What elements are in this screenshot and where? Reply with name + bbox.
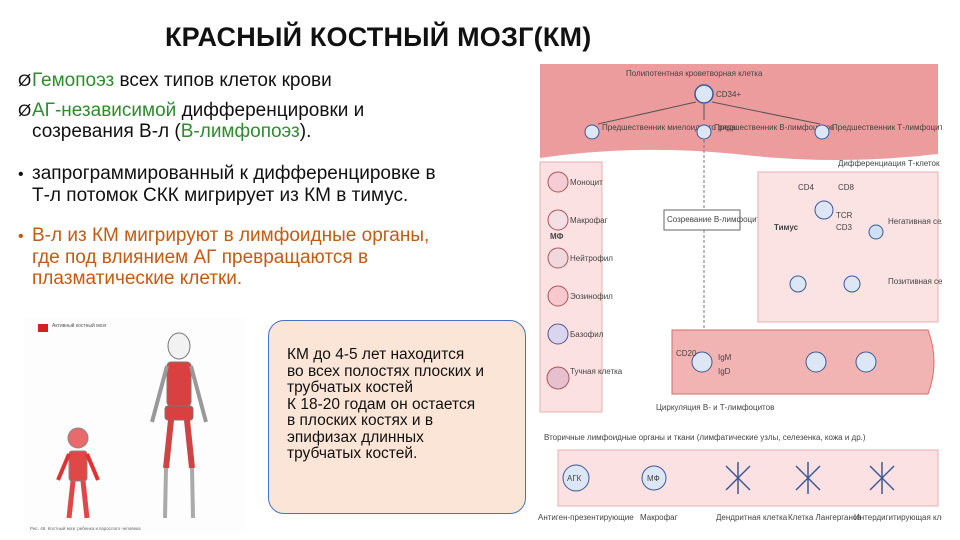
info-line: трубчатых костей. [287,445,418,462]
dot-bullet-icon: • [18,228,24,245]
cd4-t-cell-icon [789,275,807,293]
t-precursor-label: Предшественник Т-лимфоцитов [832,123,942,132]
langerhans-label: Клетка Лангерганса [788,513,862,522]
figure-caption: Рис. 46. Костный мозг ребенка и взрослог… [30,525,141,531]
bullet-text: ). [299,121,312,142]
child-skeleton-icon [56,427,100,519]
bullet-text: всех типов клеток крови [119,70,332,91]
cd20-label: CD20 [676,349,697,358]
bullet-text: Т-л потомок СКК мигрирует из КМ в тимус. [32,185,409,206]
neutrophil-label: Нейтрофил [570,254,613,263]
slide-title: КРАСНЫЙ КОСТНЫЙ МОЗГ(КМ) [165,22,592,52]
bone-marrow-band [540,64,938,160]
bullet-text: где под влиянием АГ превращаются в [32,247,369,268]
igm-label: IgM [718,353,732,362]
bullet-t-migration: • запрограммированный к дифференцировке в… [18,163,436,206]
info-line: трубчатых костей [287,379,414,396]
info-line: в плоских костях и в [287,412,434,429]
t-cell-icon [814,200,834,220]
eosinophil-label: Эозинофил [570,292,613,301]
langerhans-cell-icon [795,462,821,494]
dot-bullet-icon: • [18,166,24,183]
dendritic-label: Дендритная клетка [716,513,788,522]
bullet-term: Гемопоэз [32,70,115,91]
myeloid-precursor-label: Предшественник миелоидного ряда [602,123,736,132]
mf-label: МФ [647,474,660,483]
apc-label: Антиген-презентирующие [538,513,634,522]
skeleton-figure: Активный костный мозг Рис. 46. Костный м… [24,318,246,534]
circulating-t-cell-icon [855,351,877,373]
info-line: КМ до 4-5 лет находится [287,346,465,363]
cd4-label: CD4 [798,183,815,192]
legend-label: Активный костный мозг [52,322,107,329]
t-diff-label: Дифференциация Т-клеток [838,159,940,168]
myeloid-cells: Моноцит Макрофаг Нейтрофил Эозинофил Баз… [546,171,623,390]
bullet-line2: созревания В-л (В-лимфопоэз). [18,121,364,142]
thymus-label: Тимус [774,223,799,232]
myeloid-precursor-icon [584,124,600,140]
hematopoiesis-diagram: Полипотентная кроветворная клетка CD34+ … [538,64,942,522]
blood-vessel [671,329,935,395]
bullet-text: созревания В-л ( [32,121,181,142]
agk-label: АГК [567,474,582,483]
cd8-label: CD8 [838,183,855,192]
apoptotic-cell-icon [868,224,884,240]
basophil-label: Базофил [570,330,604,339]
tcr-label: TCR [836,211,853,220]
interdig-label: Интердигитирующая клетка [854,513,942,522]
bullet-ag-independent: ØАГ-независимой дифференцировки и созрев… [18,100,364,142]
bullet-text: дифференцировки и [181,100,365,121]
bullet-hematopoiesis: ØГемопоэз всех типов клеток крови [18,70,332,91]
neg-selection-label: Негативная селекция (апоптоз) [888,217,942,226]
cd8-t-cell-icon [843,275,861,293]
pos-selection-label: Позитивная селекция [888,277,942,286]
dendritic-cell-icon [725,462,751,494]
bullet-text: В-л из КМ мигрируют в лимфоидные органы, [32,225,430,246]
macrophage-label: Макрофаг [570,216,608,225]
adult-skeleton-icon [150,332,208,519]
b-precursor-label: Предшественник В-лимфоцитов [714,123,834,132]
t-precursor-icon [814,124,830,140]
monocyte-label: Моноцит [570,178,603,187]
cd34-label: CD34+ [716,90,741,99]
arrow-icon [711,101,821,125]
thymus-region [757,171,939,323]
bullet-text: плазматические клетки. [32,268,243,289]
cd3-label: CD3 [836,223,853,232]
stem-cell-icon [694,84,714,104]
b-maturation-label: Созревание В-лимфоцитов [667,215,769,224]
igd-label: IgD [718,367,731,376]
b-precursor-icon [696,124,712,140]
stem-cell-label: Полипотентная кроветворная клетка [626,69,763,78]
info-line: во всех полостях плоских и [287,362,485,380]
b-cell-icon [691,351,713,373]
bullet-term: АГ-независимой [32,100,177,121]
info-line: эпифизах длинных [287,428,424,446]
b-maturation-box [663,209,741,231]
info-line: К 18-20 годам он остается [287,395,476,413]
circulation-label: Циркуляция В- и Т-лимфоцитов [656,403,774,412]
bullet-b-migration: • В-л из КМ мигрируют в лимфоидные органы… [18,225,429,289]
macrophage-icon [641,465,667,491]
mf-label: МФ [550,232,564,241]
circulating-t-cell-icon [805,351,827,373]
arrow-bullet-icon: Ø [18,71,32,90]
info-box: КМ до 4-5 лет находится во всех полостях… [268,320,526,514]
apc-icon [562,464,590,492]
secondary-organs-band [557,449,939,507]
interdigitating-cell-icon [869,462,895,494]
mast-cell-label: Тучная клетка [570,367,623,376]
secondary-organs-label: Вторичные лимфоидные органы и ткани (лим… [544,433,866,442]
arrow-icon [597,101,697,125]
arrow-bullet-icon: Ø [18,101,32,120]
legend-swatch [38,324,48,332]
macrophage-label: Макрофаг [640,513,678,522]
bullet-term: В-лимфопоэз [180,121,300,142]
bullet-text: запрограммированный к дифференцировке в [32,163,436,184]
